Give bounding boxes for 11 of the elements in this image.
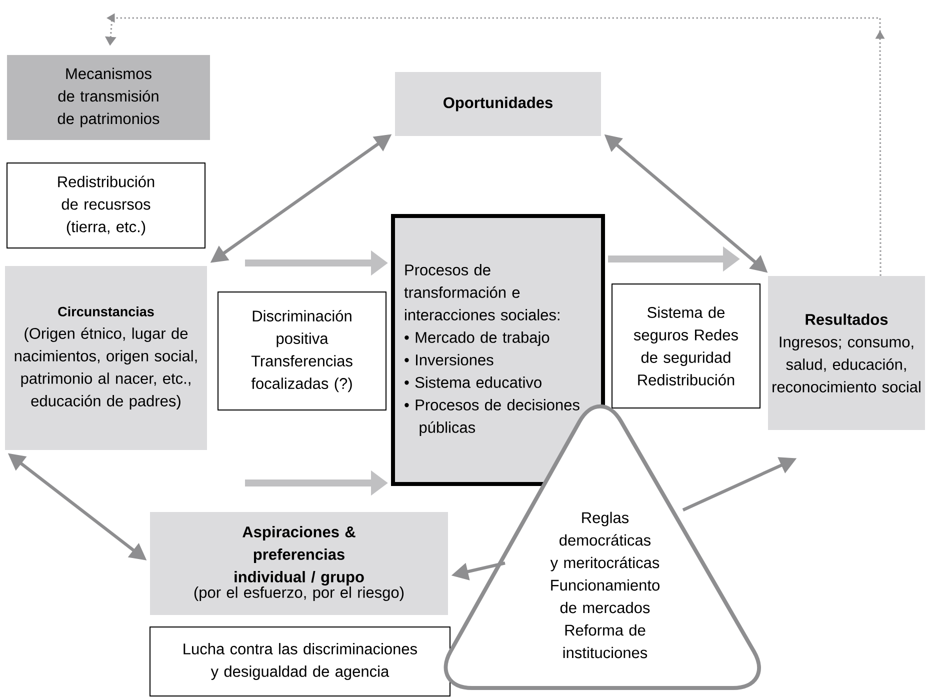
text-box: Oportunidades xyxy=(395,72,601,136)
text-box: Circunstancias (Origen étnico, lugar de nacimientos, origen social, patrimonio al nacer, etc., educación de padres) xyxy=(5,266,207,450)
list-box: Procesos de transformación e interacciones sociales: • Mercado de trabajo • Inversiones • Sistema educativo • Procesos de decisiones públicas xyxy=(391,214,605,486)
text-box: Sistema de seguros Redes de seguridad Redistribución xyxy=(612,284,761,408)
node-label: Reglas democráticas y meritocráticas Funcionamiento de mercados Reforma de instituciones xyxy=(550,512,660,658)
text-box: Discriminación positiva Transferencias focalizadas (?) xyxy=(218,292,386,410)
text-box: Aspiraciones & preferencias individual / grupo (por el esfuerzo, por el riesgo) xyxy=(150,512,448,615)
text-box: Mecanismos de transmisión de patrimonios xyxy=(7,55,210,140)
text-box: Resultados Ingresos; consumo, salud, educación, reconocimiento social xyxy=(768,276,925,430)
text-box: Lucha contra las discriminaciones y desigualdad de agencia xyxy=(150,626,450,696)
text-box: Redistribución de recusrsos (tierra, etc.) xyxy=(6,162,206,248)
